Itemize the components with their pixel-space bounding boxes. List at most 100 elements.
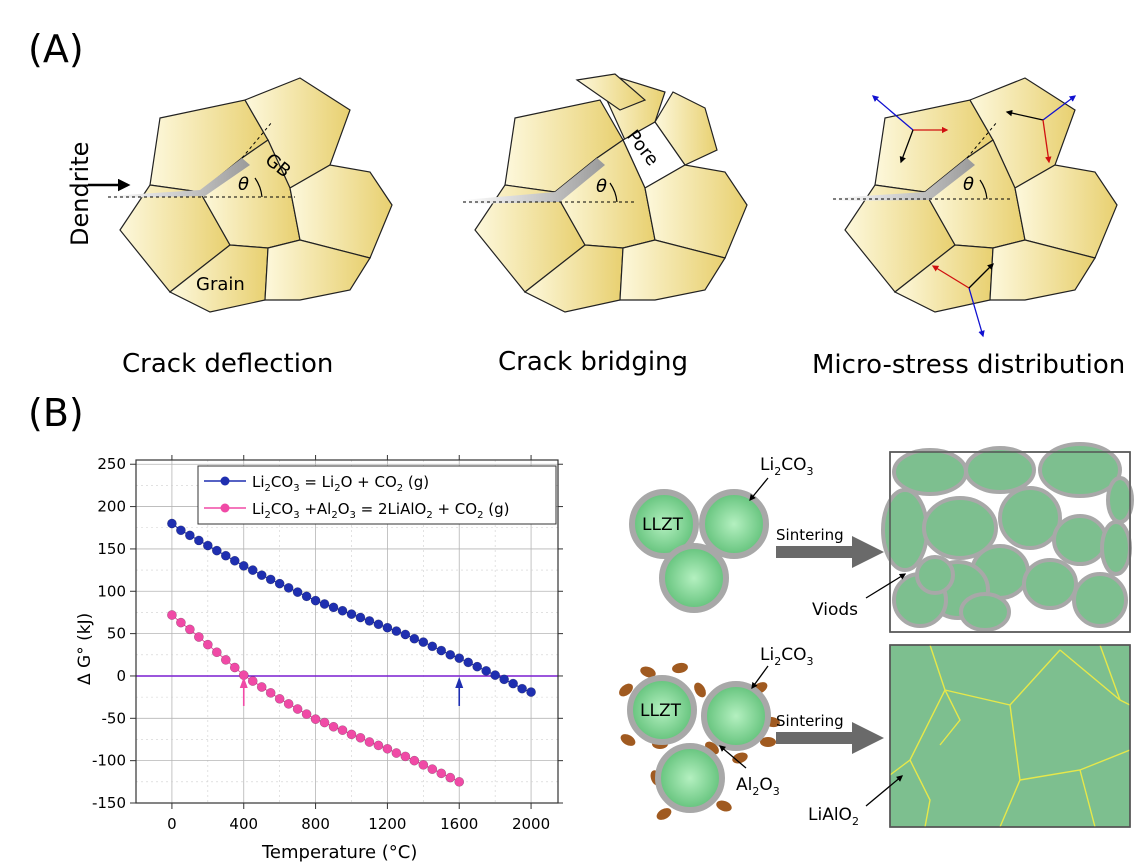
data-point xyxy=(247,565,258,575)
data-point xyxy=(167,610,177,620)
data-point xyxy=(382,622,393,633)
stress-arrow-black xyxy=(968,263,994,289)
grain xyxy=(575,73,647,111)
data-point xyxy=(167,518,177,529)
theta-label-2: θ xyxy=(596,176,607,197)
sintered-grain xyxy=(964,446,1036,494)
stress-arrow-blue xyxy=(1042,95,1077,121)
al2o3-label: Al2O3 xyxy=(736,775,780,798)
voids-pointer xyxy=(865,573,907,599)
x-axis-title: Temperature (°C) xyxy=(261,842,417,863)
legend-1-e: (g) xyxy=(403,473,429,491)
x-tick-label: 800 xyxy=(301,815,330,833)
legend-box xyxy=(197,465,557,525)
data-point xyxy=(409,633,420,644)
data-point xyxy=(355,732,366,743)
data-point xyxy=(337,725,348,736)
legend-2-d-sub: 3 xyxy=(350,510,356,521)
sintering-schematic-top: LLZT Li2CO3 Sintering Viods xyxy=(629,442,1134,633)
li2co3-bottom-base: Li xyxy=(760,645,774,665)
panel-a-label: (A) xyxy=(28,27,84,71)
legend-swatch-marker-2 xyxy=(220,503,230,513)
data-point xyxy=(256,682,267,692)
llzt-particle xyxy=(629,489,699,559)
legend-2-a: Li xyxy=(252,500,265,518)
data-point xyxy=(409,755,420,766)
crack-deflection-grains xyxy=(119,77,393,313)
y-tick-label: -150 xyxy=(92,794,126,812)
sintered-grain xyxy=(915,555,955,595)
data-point xyxy=(427,764,438,774)
x-tick-label: 1600 xyxy=(440,815,478,833)
al2o3-particle xyxy=(656,808,672,820)
stress-arrow-black xyxy=(899,129,914,164)
grain-boundary xyxy=(1079,769,1096,828)
data-point xyxy=(445,649,456,660)
plot-frame xyxy=(135,459,559,804)
sintered-block-lialo2 xyxy=(889,644,1131,828)
grain-boundary xyxy=(909,759,931,828)
data-point xyxy=(436,645,447,656)
gb-dashed-line xyxy=(966,121,998,159)
grain-label: Grain xyxy=(196,274,245,295)
y-tick-label: 50 xyxy=(107,625,126,643)
sintering-schematic-bottom: LLZT Li2CO3 Al2O3 Sintering LiAlO2 xyxy=(619,644,1131,828)
data-point xyxy=(283,583,294,593)
lialo2-pointer xyxy=(865,775,903,807)
data-point xyxy=(265,574,276,585)
data-point xyxy=(211,545,222,556)
data-point xyxy=(373,619,384,630)
data-point xyxy=(481,666,492,676)
y-tick-label: -100 xyxy=(92,752,126,770)
stress-arrow-red xyxy=(1042,119,1052,164)
data-point xyxy=(364,616,375,626)
y-tick-label: 250 xyxy=(97,455,126,473)
sintered-grain xyxy=(1038,442,1122,498)
al2o3-particle xyxy=(619,683,633,697)
sintering-label-bottom: Sintering xyxy=(776,712,844,730)
data-point xyxy=(229,662,240,673)
al2o3-sub2: 3 xyxy=(773,785,780,798)
lialo2-label: LiAlO2 xyxy=(808,805,859,828)
li2co3-top-mid: CO xyxy=(781,455,806,475)
data-point xyxy=(508,678,518,689)
data-point xyxy=(346,609,357,619)
data-point xyxy=(176,525,186,536)
li2co3-top-base: Li xyxy=(760,455,774,475)
legend-1-c-sub: 2 xyxy=(334,483,340,494)
stress-arrow-red xyxy=(931,265,970,289)
data-point xyxy=(229,555,240,566)
data-point xyxy=(454,776,465,787)
x-axis-title-text: Temperature (°C) xyxy=(261,842,417,863)
crack xyxy=(463,158,605,204)
dendrite-label: Dendrite xyxy=(66,142,94,246)
y-tick-label: 0 xyxy=(116,667,126,685)
data-point xyxy=(490,670,500,680)
x-tick-label: 400 xyxy=(229,815,258,833)
sintering-arrow-bottom xyxy=(776,722,884,754)
al2o3-particle xyxy=(672,662,688,674)
data-point xyxy=(238,561,249,571)
data-point xyxy=(274,693,285,704)
voids-label: Viods xyxy=(812,600,858,620)
legend-2-d: O xyxy=(338,500,350,518)
llzt-particle xyxy=(627,675,697,745)
data-point xyxy=(391,748,402,758)
data-point xyxy=(400,751,411,762)
legend-entry-2: Li2CO3 +Al2O3 = 2LiAlO2 + CO2 (g) xyxy=(252,500,509,521)
chart-series xyxy=(167,518,536,787)
data-point xyxy=(328,602,339,613)
data-point xyxy=(319,717,330,728)
al2o3-pointer xyxy=(719,745,747,769)
data-point xyxy=(400,629,411,640)
al2o3-sub1: 2 xyxy=(752,785,759,798)
data-point xyxy=(472,661,483,672)
data-point xyxy=(283,699,294,709)
legend-2-f: + CO xyxy=(433,500,477,518)
legend-2-f-sub: 2 xyxy=(477,510,483,521)
data-point xyxy=(310,714,321,725)
al2o3-mid: O xyxy=(759,775,772,795)
crack xyxy=(833,158,975,201)
llzt-particle xyxy=(655,743,725,813)
data-point xyxy=(185,624,195,635)
